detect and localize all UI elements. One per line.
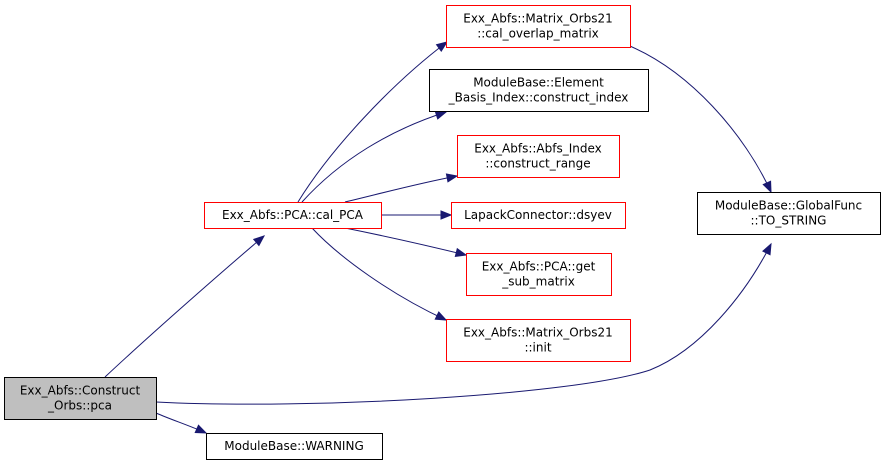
node-box[interactable] [429,69,649,112]
node-box[interactable] [204,202,382,229]
node-label-line: Exx_Abfs::Matrix_Orbs21 [463,12,612,26]
edge-pca-cal-pca-to-abfs-index-construct-range [344,173,459,203]
edge-line [311,227,447,321]
edge-pca-cal-pca-to-pca-get-sub-matrix [344,227,468,258]
node-lapack-connector-dsyev[interactable]: LapackConnector::dsyev [451,202,626,229]
edge-line [301,111,447,203]
node-box[interactable] [4,377,157,420]
node-label-line: _Orbs::pca [47,399,112,413]
node-label-line: Exx_Abfs::PCA::get [482,260,596,274]
node-label-line: ::construct_range [485,157,590,171]
edge-construct-orbs-pca-to-global-func-to-string [155,242,772,405]
node-matrix-orbs21-cal-overlap[interactable]: Exx_Abfs::Matrix_Orbs21::cal_overlap_mat… [446,5,631,48]
node-label-line: ModuleBase::WARNING [224,439,364,453]
node-box[interactable] [446,319,631,362]
edges-layer [104,41,772,434]
edge-line [104,235,265,378]
edge-matrix-orbs21-cal-overlap-to-global-func-to-string [624,43,772,194]
node-label-line: LapackConnector::dsyev [464,208,612,222]
edge-line [297,41,448,203]
arrowhead-icon [194,424,208,434]
edge-pca-cal-pca-to-matrix-orbs21-init [311,227,448,321]
arrowhead-icon [454,247,468,258]
node-box[interactable] [457,135,620,178]
arrowhead-icon [440,210,453,220]
arrowhead-icon [762,180,772,194]
arrowhead-icon [762,242,772,256]
arrowhead-icon [435,41,449,53]
edge-pca-cal-pca-to-matrix-orbs21-cal-overlap [297,41,449,203]
edge-line [344,175,458,203]
node-box[interactable] [466,253,612,296]
arrowhead-icon [252,235,266,247]
edge-pca-cal-pca-to-element-basis-construct-index [301,110,448,203]
edge-line [344,227,467,256]
nodes-layer: Exx_Abfs::Construct_Orbs::pca Exx_Abfs::P… [4,5,881,460]
node-label-line: _sub_matrix [501,275,575,289]
edge-line [624,43,772,193]
node-construct-orbs-pca[interactable]: Exx_Abfs::Construct_Orbs::pca [4,377,157,420]
edge-construct-orbs-pca-to-module-base-warning [155,412,208,434]
node-matrix-orbs21-init[interactable]: Exx_Abfs::Matrix_Orbs21::init [446,319,631,362]
node-element-basis-construct-index[interactable]: ModuleBase::Element_Basis_Index::constru… [429,69,649,112]
node-label-line: ::TO_STRING [751,214,827,228]
edge-pca-cal-pca-to-lapack-connector-dsyev [381,210,453,220]
arrowhead-icon [445,173,459,183]
node-label-line: Exx_Abfs::Abfs_Index [474,142,602,156]
node-label-line: ::cal_overlap_matrix [477,27,599,41]
node-box[interactable] [451,202,626,229]
node-box[interactable] [697,192,881,235]
node-label-line: ModuleBase::GlobalFunc [715,199,862,213]
edge-construct-orbs-pca-to-pca-cal-pca [104,235,266,378]
node-label-line: Exx_Abfs::PCA::cal_PCA [222,208,364,222]
node-label-line: _Basis_Index::construct_index [448,91,629,105]
node-pca-cal-pca[interactable]: Exx_Abfs::PCA::cal_PCA [204,202,382,229]
arrowhead-icon [434,311,448,321]
edge-line [155,243,772,405]
node-box[interactable] [206,433,383,460]
node-global-func-to-string[interactable]: ModuleBase::GlobalFunc::TO_STRING [697,192,881,235]
node-label-line: ModuleBase::Element [473,76,604,90]
node-module-base-warning[interactable]: ModuleBase::WARNING [206,433,383,460]
node-label-line: ::init [524,341,551,355]
node-box[interactable] [446,5,631,48]
node-label-line: Exx_Abfs::Construct [20,384,141,398]
node-label-line: Exx_Abfs::Matrix_Orbs21 [463,326,612,340]
node-pca-get-sub-matrix[interactable]: Exx_Abfs::PCA::get_sub_matrix [466,253,612,296]
node-abfs-index-construct-range[interactable]: Exx_Abfs::Abfs_Index::construct_range [457,135,620,178]
